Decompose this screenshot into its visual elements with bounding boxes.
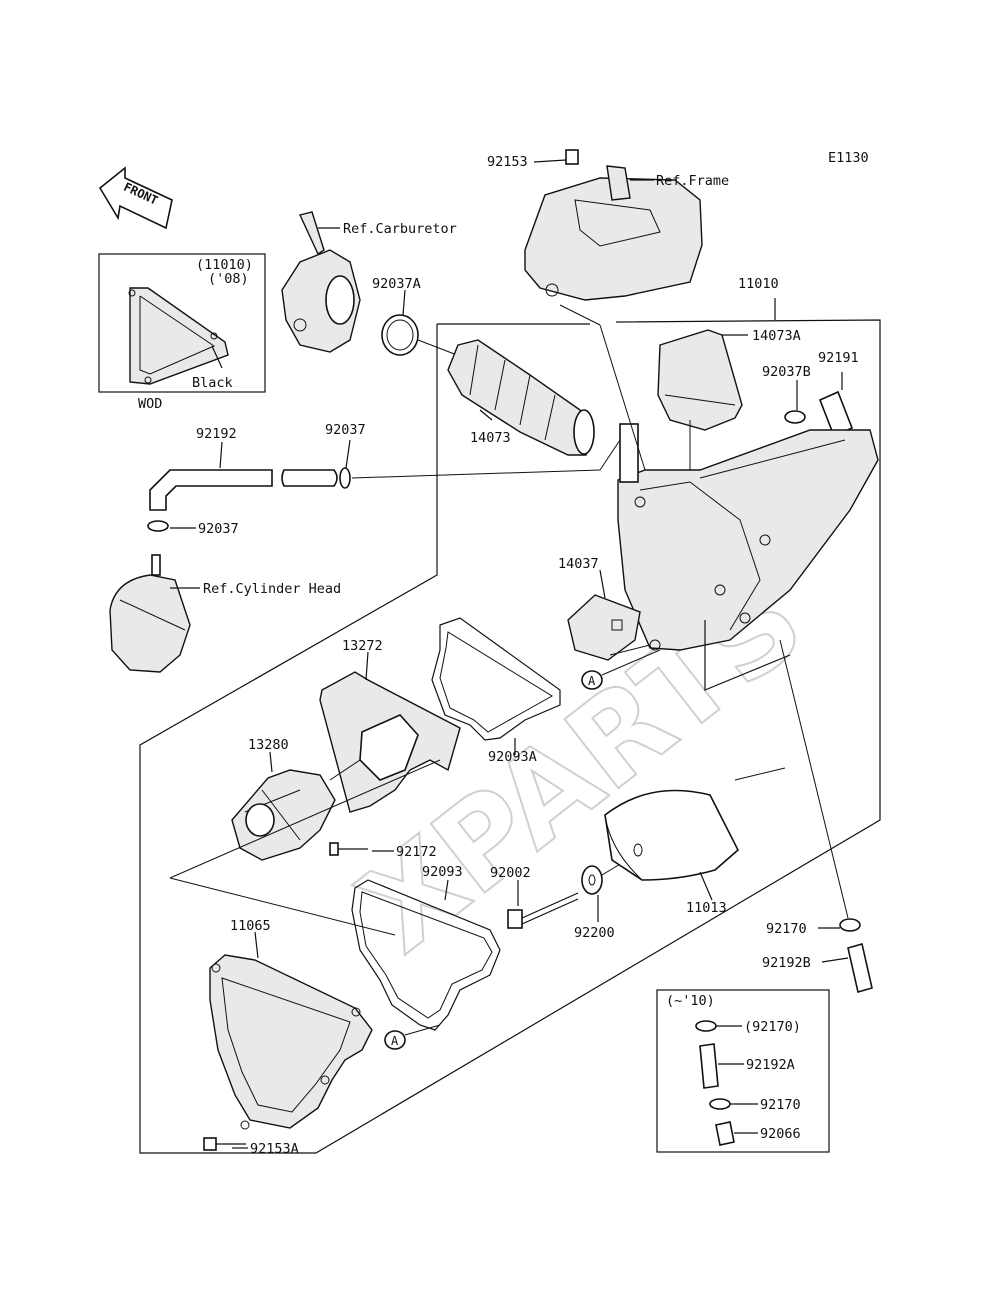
label-11010: 11010 xyxy=(738,276,779,292)
label-92066: 92066 xyxy=(760,1126,801,1142)
holder-13272: 13272 xyxy=(319,638,461,813)
holder-13280: 13280 xyxy=(169,737,441,879)
label-92002: 92002 xyxy=(490,865,531,881)
element-11013: 11013 xyxy=(604,767,786,916)
ref-cylinder-head: Ref.Cylinder Head xyxy=(203,581,341,597)
gasket-92093: 92093 xyxy=(169,864,501,1031)
callout-a-upper-text: A xyxy=(588,674,596,688)
label-92170-inset: 92170 xyxy=(760,1097,801,1113)
label-92037-lower: 92037 xyxy=(198,521,239,537)
bolt-92002: 92002 xyxy=(490,865,579,929)
label-14073A: 14073A xyxy=(752,328,801,344)
label-92191: 92191 xyxy=(818,350,859,366)
label-92172: 92172 xyxy=(396,844,437,860)
duct-14073A: 14073A xyxy=(657,328,801,431)
diagram-code: E1130 xyxy=(828,150,869,166)
plate-14037: 14037 xyxy=(558,556,651,661)
air-cleaner-case-11010 xyxy=(559,304,879,691)
label-92170: 92170 xyxy=(766,921,807,937)
label-92192: 92192 xyxy=(196,426,237,442)
inset-before-10: (~'10) (92170) 92192A 92170 92066 xyxy=(656,989,830,1153)
label-11013: 11013 xyxy=(686,900,727,916)
cover-11065: 11065 xyxy=(209,918,373,1130)
ref-frame: Ref.Frame xyxy=(656,173,729,189)
bolt-92172: 92172 xyxy=(329,842,437,860)
bolt-92153 xyxy=(565,149,579,165)
callout-a-lower-text: A xyxy=(391,1034,399,1048)
label-92037B: 92037B xyxy=(762,364,811,380)
inset-wod: (11010) ('08) Black WOD xyxy=(98,253,266,412)
front-arrow-icon: FRONT xyxy=(98,166,173,230)
ref-carburetor: Ref.Carburetor xyxy=(343,221,457,237)
label-92153A: 92153A xyxy=(250,1141,299,1157)
label-11065: 11065 xyxy=(230,918,271,934)
hose-92192: 92192 92037 92037 xyxy=(147,422,621,537)
label-92200: 92200 xyxy=(574,925,615,941)
callout-a-lower: A xyxy=(384,1024,441,1050)
bolt-92153A: 92153A xyxy=(203,1137,299,1157)
air-box-outline xyxy=(139,319,881,1154)
air-cleaner-cover-wod xyxy=(129,287,229,385)
label-13272: 13272 xyxy=(342,638,383,654)
washer-92200: 92200 xyxy=(574,851,641,941)
inset-wod-part: (11010) xyxy=(196,257,253,273)
label-14037: 14037 xyxy=(558,556,599,572)
label-92153: 92153 xyxy=(487,154,528,170)
cylinder-head: Ref.Cylinder Head xyxy=(109,554,341,673)
label-92093: 92093 xyxy=(422,864,463,880)
carburetor-section: Ref.Carburetor 92037A xyxy=(281,211,471,361)
label-92192B: 92192B xyxy=(762,955,811,971)
inset-before-10-title: (~'10) xyxy=(666,993,715,1009)
clamp-92037A xyxy=(381,314,419,356)
label-92093A: 92093A xyxy=(488,749,537,765)
inset-wod-color: Black xyxy=(192,375,233,391)
label-92192A: 92192A xyxy=(746,1057,795,1073)
callout-a-upper: A xyxy=(581,649,661,690)
inset-wod-year: ('08) xyxy=(208,271,249,287)
gasket-92093A: 92093A xyxy=(431,617,561,765)
intake-duct-14073: 14073 xyxy=(447,339,595,456)
label-13280: 13280 xyxy=(248,737,289,753)
drain-tube-section: 92170 92192B xyxy=(762,639,873,994)
label-14073: 14073 xyxy=(470,430,511,446)
inset-wod-caption: WOD xyxy=(138,396,162,412)
label-92037A: 92037A xyxy=(372,276,421,292)
label-92170-paren: (92170) xyxy=(744,1019,801,1035)
tube-92191: 92191 92037B xyxy=(762,350,859,438)
label-92037-upper: 92037 xyxy=(325,422,366,438)
frame-section: 92153 Ref.Frame xyxy=(487,149,729,301)
